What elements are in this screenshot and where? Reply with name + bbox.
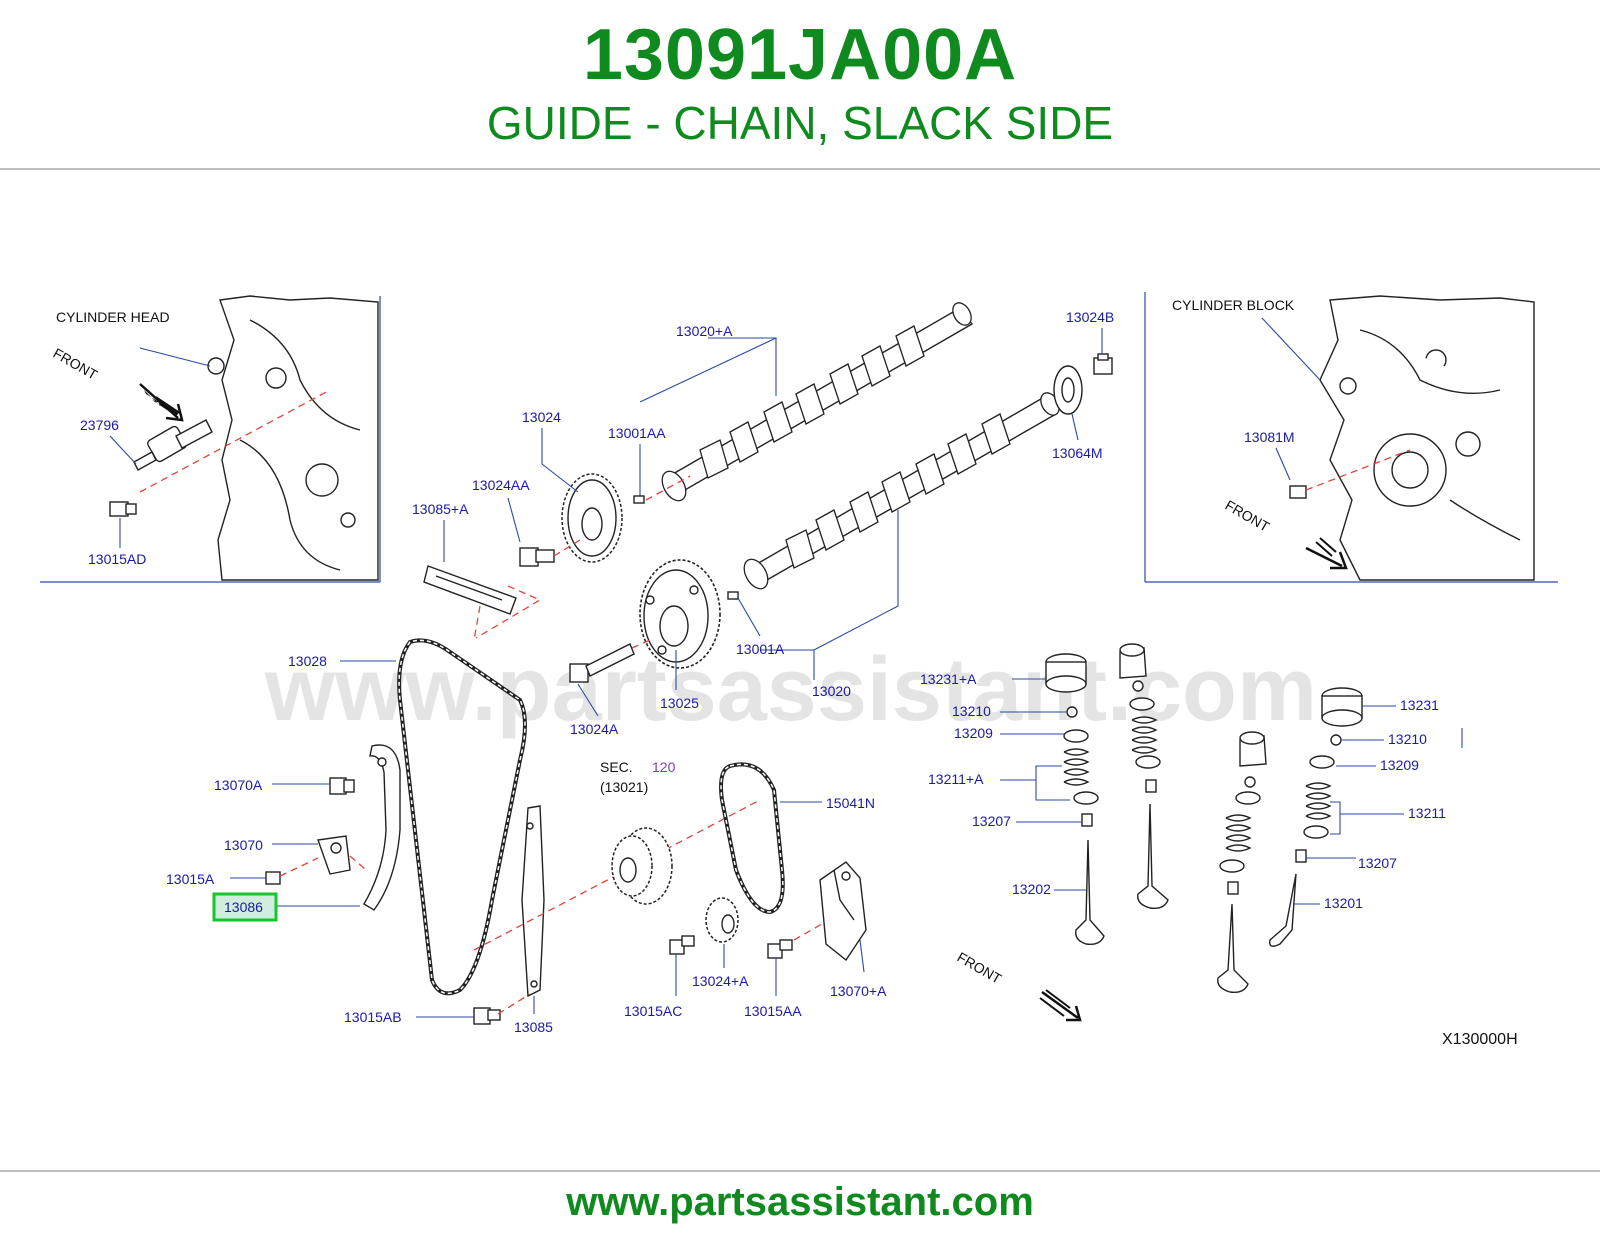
inset-label-cylinder-head: CYLINDER HEAD: [56, 309, 170, 325]
callout-13085[interactable]: 13085: [514, 1019, 553, 1035]
inset-cylinder-head: CYLINDER HEAD FRONT 23796 13015AD: [40, 295, 381, 583]
highlight-box-13086: [212, 892, 278, 922]
part-number-title: 13091JA00A: [582, 15, 1018, 95]
callout-13015AC[interactable]: 13015AC: [624, 1003, 682, 1019]
diagram-code: X130000H: [1442, 1031, 1518, 1048]
callout-13020A[interactable]: 13020+A: [676, 323, 733, 339]
front-arrow-shaft-icon: [139, 383, 179, 419]
callout-13070A[interactable]: 13070A: [214, 777, 263, 793]
callout-13207R[interactable]: 13207: [1358, 855, 1397, 871]
callout-13015AA[interactable]: 13015AA: [744, 1003, 802, 1019]
exploded-view-svg: www.partsassistant.com CYLINDER HEAD FRO…: [40, 292, 1558, 1048]
tension-guide-13085: [521, 805, 545, 998]
callout-13231[interactable]: 13231: [1400, 697, 1439, 713]
sprocket-13024: [561, 473, 623, 563]
callout-13025[interactable]: 13025: [660, 695, 699, 711]
callout-13024[interactable]: 13024: [522, 409, 561, 425]
front-arrow-block-icon: [1305, 546, 1343, 568]
callout-13081M[interactable]: 13081M: [1244, 429, 1295, 445]
front-label-head: FRONT: [51, 345, 101, 383]
callout-13024B[interactable]: 13024B: [1066, 309, 1114, 325]
bolt-13024AA: [519, 547, 555, 567]
callout-13209L[interactable]: 13209: [954, 725, 993, 741]
pin-13001A: [727, 591, 739, 600]
callout-13211[interactable]: 13211: [1408, 805, 1446, 821]
bolt-13070A: [329, 777, 355, 795]
callout-13209R[interactable]: 13209: [1380, 757, 1419, 773]
part-description: GUIDE - CHAIN, SLACK SIDE: [486, 97, 1114, 149]
guide-13085A: [423, 565, 517, 615]
valve-set-left: [1045, 643, 1169, 946]
header-divider: [0, 168, 1600, 170]
callout-13210L[interactable]: 13210: [952, 703, 991, 719]
footer-divider: [0, 1170, 1600, 1172]
sprocket-13024A2: [705, 897, 739, 943]
callout-13070A2[interactable]: 13070+A: [830, 983, 887, 999]
callout-13028[interactable]: 13028: [288, 653, 327, 669]
callout-15041N[interactable]: 15041N: [826, 795, 875, 811]
bolt-13015AB: [473, 1007, 501, 1025]
callout-13207L[interactable]: 13207: [972, 813, 1011, 829]
callout-13001AA[interactable]: 13001AA: [608, 425, 666, 441]
callout-13211A[interactable]: 13211+A: [928, 771, 984, 787]
page-header: 13091JA00A GUIDE - CHAIN, SLACK SIDE: [0, 0, 1600, 168]
camshaft-exhaust: [661, 302, 974, 502]
vtc-sprocket-13025: [639, 559, 721, 669]
callout-13070[interactable]: 13070: [224, 837, 263, 853]
pin-13001AA: [633, 495, 645, 504]
callout-13231A[interactable]: 13231+A: [920, 671, 977, 687]
section-number-link[interactable]: 120: [652, 759, 676, 775]
oil-pump-chain-15041N: [719, 762, 785, 915]
section-sub: (13021): [600, 779, 648, 795]
callout-13064M[interactable]: 13064M: [1052, 445, 1103, 461]
footer-link[interactable]: www.partsassistant.com: [566, 1180, 1034, 1224]
valve-set-right: [1217, 687, 1363, 994]
bolt-13015AA: [767, 939, 793, 959]
sensor-23796: [133, 419, 213, 471]
callout-13024A2[interactable]: 13024+A: [692, 973, 749, 989]
bolt-13024A: [569, 643, 635, 683]
plug-13024B: [1093, 353, 1113, 375]
watermark: www.partsassistant.com: [264, 640, 1317, 740]
camshaft-intake: [743, 392, 1060, 590]
timing-chain-13028: [397, 638, 527, 996]
callout-13015AD[interactable]: 13015AD: [88, 551, 146, 567]
front-label-main: FRONT: [955, 949, 1005, 987]
plate-13064M: [1053, 365, 1083, 415]
tensioner-13070: [317, 835, 351, 875]
inset-label-cylinder-block: CYLINDER BLOCK: [1172, 297, 1295, 313]
front-label-block: FRONT: [1223, 497, 1273, 535]
callout-13001A[interactable]: 13001A: [736, 641, 785, 657]
callout-13085A[interactable]: 13085+A: [412, 501, 469, 517]
bolt-13015AC: [669, 935, 695, 955]
parts-diagram: www.partsassistant.com CYLINDER HEAD FRO…: [0, 170, 1600, 1150]
callout-13015AB[interactable]: 13015AB: [344, 1009, 402, 1025]
callout-13210R[interactable]: 13210: [1388, 731, 1427, 747]
tensioner-13070A2: [819, 861, 867, 962]
inset-cylinder-block: CYLINDER BLOCK 13081M FRONT: [1144, 292, 1558, 583]
bolt-13015A: [265, 871, 281, 885]
slack-guide-13086[interactable]: [363, 744, 401, 911]
callout-13086[interactable]: 13086: [224, 899, 263, 915]
section-prefix: SEC.: [600, 759, 633, 775]
callout-13201[interactable]: 13201: [1324, 895, 1363, 911]
callout-13015A[interactable]: 13015A: [166, 871, 215, 887]
bolt-13015AD: [109, 501, 137, 517]
callout-13024A[interactable]: 13024A: [570, 721, 619, 737]
sensor-13081M: [1289, 485, 1307, 499]
callout-13020[interactable]: 13020: [812, 683, 851, 699]
crank-sprocket-13021: [611, 827, 673, 905]
callout-13202[interactable]: 13202: [1012, 881, 1051, 897]
callout-23796[interactable]: 23796: [80, 417, 119, 433]
front-arrow-main-icon: [1041, 990, 1079, 1020]
callout-13024AA[interactable]: 13024AA: [472, 477, 530, 493]
